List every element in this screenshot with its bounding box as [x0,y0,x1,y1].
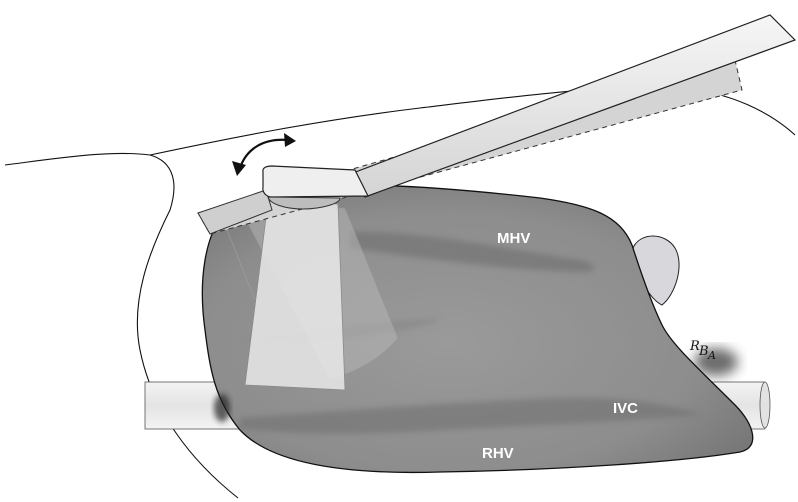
label-rba-main: R [689,339,700,354]
shadow-left-lower [214,394,230,422]
rba-shadow [694,348,738,376]
label-rba-sub1: B [698,344,709,359]
body-outline-lower [136,154,239,499]
label-rba: R B A [689,339,716,362]
label-mhv: MHV [497,230,530,247]
label-ivc: IVC [613,400,638,417]
ultrasound-probe [262,14,797,210]
probe-ghost-head [197,189,273,235]
label-rhv: RHV [482,445,514,462]
ultrasound-fan-edge [224,224,256,301]
label-rba-sub2: A [707,349,716,362]
rotation-arrow-icon [232,133,296,176]
